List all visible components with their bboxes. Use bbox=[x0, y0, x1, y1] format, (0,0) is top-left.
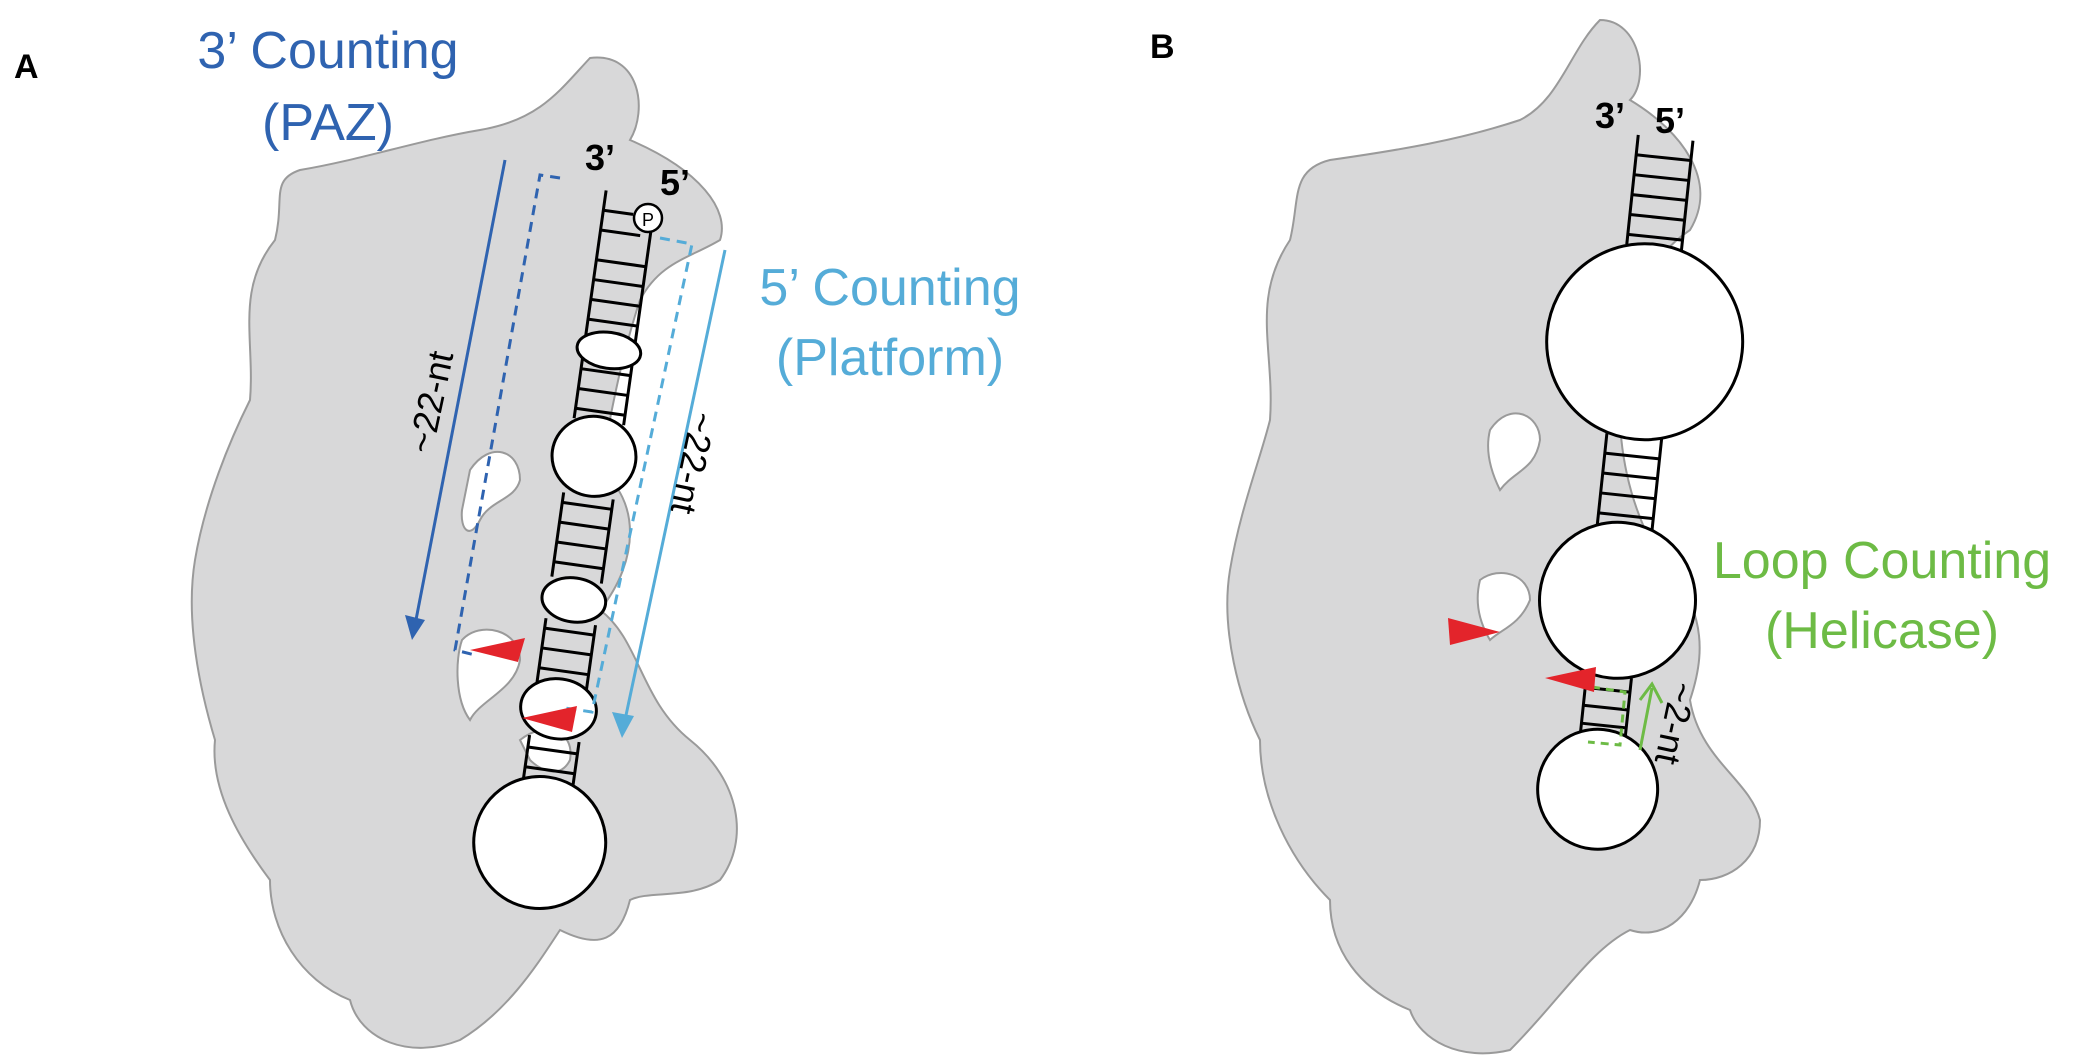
loop-counting-subtitle: (Helicase) bbox=[1765, 602, 1999, 660]
three-prime-end-label-b: 3’ bbox=[1595, 95, 1625, 136]
panel-b: B bbox=[1150, 18, 2051, 1055]
base-pairs-a-mid bbox=[553, 500, 613, 571]
rna-strand-a-right-top bbox=[622, 221, 654, 426]
loop-counting-arrow bbox=[1638, 687, 1654, 751]
protein-notch-b2 bbox=[1476, 571, 1532, 642]
base-pairs-a-low bbox=[538, 626, 595, 677]
loop-counting-arrowhead bbox=[1638, 681, 1664, 704]
rna-hairpin-a bbox=[472, 190, 654, 911]
bulge-a1 bbox=[575, 330, 643, 371]
five-prime-counting-subtitle: (Platform) bbox=[776, 329, 1004, 387]
base-pairs-a-base bbox=[524, 745, 578, 776]
rna-strand-a-left-top bbox=[572, 190, 608, 419]
five-prime-arrowhead bbox=[612, 712, 634, 738]
cleavage-site-b1 bbox=[1448, 618, 1500, 645]
internal-loop-b2 bbox=[1538, 520, 1698, 680]
terminal-loop-b bbox=[1536, 727, 1660, 851]
five-prime-end-label-b: 5’ bbox=[1655, 100, 1685, 141]
bulge-a2 bbox=[540, 576, 608, 624]
cleavage-site-b2 bbox=[1545, 667, 1596, 692]
panel-b-label: B bbox=[1150, 28, 1175, 66]
base-pairs-b-top bbox=[1627, 153, 1692, 242]
phosphate-icon bbox=[632, 202, 664, 234]
three-prime-arrowhead bbox=[405, 615, 425, 640]
five-prime-counting-arrow bbox=[623, 249, 727, 721]
internal-loop-a1 bbox=[550, 414, 638, 498]
loop-counting-bracket bbox=[1587, 685, 1627, 747]
base-pairs-a-top bbox=[575, 208, 647, 417]
panel-a-label: A bbox=[14, 48, 39, 86]
bulge-a3 bbox=[519, 677, 598, 741]
three-prime-counting-bracket bbox=[453, 173, 561, 657]
protein-notch-a1 bbox=[460, 450, 522, 532]
three-prime-counting-subtitle: (PAZ) bbox=[262, 94, 394, 152]
protein-notch-b1 bbox=[1487, 412, 1542, 492]
internal-loop-b1 bbox=[1545, 242, 1745, 442]
rna-hairpin-b bbox=[1536, 134, 1745, 851]
base-pairs-b-mid bbox=[1598, 451, 1660, 521]
three-prime-counting-title: 3’ Counting bbox=[197, 22, 458, 80]
cleavage-site-a2 bbox=[522, 706, 577, 732]
rna-strand-b-right-top bbox=[1679, 140, 1695, 251]
panel-a: A bbox=[14, 22, 1021, 1049]
three-prime-counting-arrow bbox=[413, 159, 507, 626]
five-prime-end-label-a: 5’ bbox=[660, 162, 690, 203]
loop-counting-title: Loop Counting bbox=[1713, 532, 2051, 590]
rna-strand-b-left-top bbox=[1625, 134, 1640, 245]
terminal-loop-a bbox=[472, 775, 608, 911]
cleavage-site-a1 bbox=[470, 638, 525, 662]
phosphate-label: P bbox=[642, 210, 654, 230]
five-prime-counting-title: 5’ Counting bbox=[759, 259, 1020, 317]
three-prime-end-label-a: 3’ bbox=[585, 137, 615, 178]
length-label-a-right: ~22-nt bbox=[663, 408, 725, 517]
dicer-protein-b bbox=[1226, 18, 1762, 1055]
